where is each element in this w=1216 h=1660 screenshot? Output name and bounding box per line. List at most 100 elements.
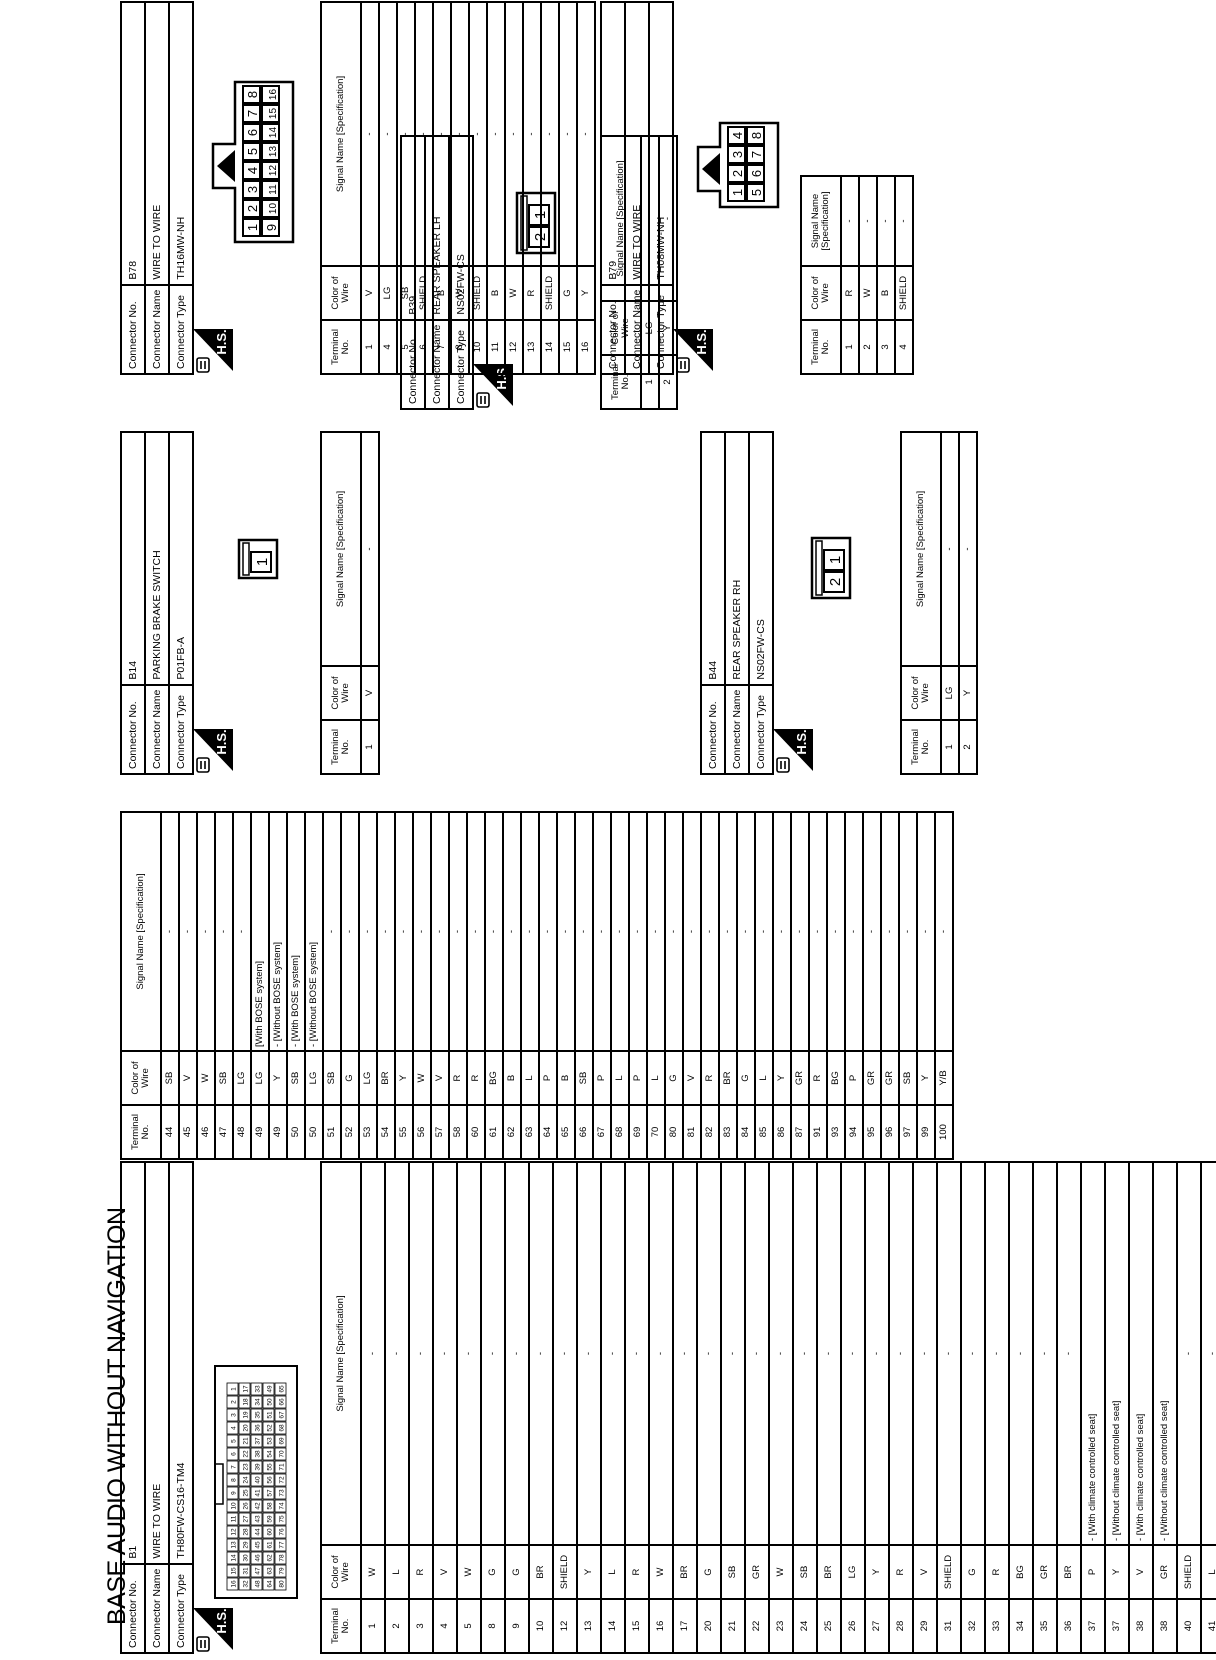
signal-name-cell: - [487, 2, 505, 266]
pin-cell [262, 1564, 275, 1578]
terminal-no-cell: 46 [197, 1105, 215, 1159]
signal-name-cell: - [379, 2, 397, 266]
terminal-no-cell: 14 [601, 1599, 625, 1653]
wire-color-cell: SHIELD [937, 1545, 961, 1599]
wire-color-cell: L [611, 1051, 629, 1105]
wire-color-cell: BG [1009, 1545, 1033, 1599]
signal-name-cell: - [1177, 1162, 1201, 1545]
terminal-no-cell: 96 [881, 1105, 899, 1159]
signal-name-cell: - [719, 812, 737, 1051]
signal-name-cell: - [673, 1162, 697, 1545]
terminal-no-cell: 9 [505, 1599, 529, 1653]
terminal-no-cell: 32 [961, 1599, 985, 1653]
terminal-no-cell: 4 [895, 320, 913, 374]
signal-name-cell: - [323, 812, 341, 1051]
color-of-wire-header: Color of Wire [321, 1545, 361, 1599]
signal-name-cell: - [793, 1162, 817, 1545]
connector-name-label: Connector Name [145, 684, 169, 774]
wire-color-cell: SHIELD [415, 266, 433, 320]
terminal-no-cell: 1 [841, 320, 859, 374]
pin-cell [250, 1460, 263, 1474]
pin-label: 55 [267, 1463, 274, 1471]
wire-color-cell: BR [529, 1545, 553, 1599]
wire-color-cell: SB [721, 1545, 745, 1599]
connector-type-value: TH16MW-NH [169, 2, 193, 285]
pin-label: 28 [243, 1528, 250, 1536]
pin-label: 8 [245, 91, 260, 98]
pin-cell [250, 1512, 263, 1526]
terminal-no-cell: 28 [889, 1599, 913, 1653]
pin-label: 76 [279, 1528, 286, 1536]
pin-label: 10 [231, 1502, 238, 1510]
pin-label: 69 [279, 1437, 286, 1445]
pin-label: 60 [267, 1528, 274, 1536]
pin-cell [238, 1512, 251, 1526]
wire-color-cell: GR [881, 1051, 899, 1105]
pin-cell [250, 1551, 263, 1565]
pin-label: 51 [267, 1411, 274, 1419]
wire-color-cell: SHIELD [895, 266, 913, 320]
connector-type-label: Connector Type [649, 284, 673, 374]
signal-name-cell: - [577, 2, 595, 266]
pin-label: 2 [532, 233, 549, 241]
pin-label: 2 [245, 205, 260, 212]
pin-label: 65 [279, 1385, 286, 1393]
connector-no-value: B44 [701, 432, 725, 685]
signal-name-cell: - [913, 1162, 937, 1545]
pin-cell [242, 218, 261, 237]
pin-cell [250, 1421, 263, 1435]
pin-cell [746, 164, 765, 183]
pin-cell [262, 1512, 275, 1526]
signal-name-header: Signal Name [Specification] [121, 812, 161, 1051]
pin-label: 63 [267, 1567, 274, 1575]
wire-color-cell: R [409, 1545, 433, 1599]
signal-name-cell: - [395, 812, 413, 1051]
connector-name-label: Connector Name [145, 284, 169, 374]
signal-name-cell: - [449, 812, 467, 1051]
signal-name-cell: - [1201, 1162, 1216, 1545]
pin-cell [261, 104, 280, 123]
terminal-no-cell: 2 [959, 720, 977, 774]
signal-name-cell: - [809, 812, 827, 1051]
pin-cell [238, 1538, 251, 1552]
pin-label: 32 [243, 1580, 250, 1588]
wire-color-cell: BR [673, 1545, 697, 1599]
pin-cell [262, 1525, 275, 1539]
pin-label: 3 [231, 1413, 238, 1417]
terminal-no-cell: 20 [697, 1599, 721, 1653]
pin-label: 7 [245, 110, 260, 117]
wire-color-cell: GR [1033, 1545, 1057, 1599]
signal-name-cell: - [701, 812, 719, 1051]
wire-color-cell: SB [323, 1051, 341, 1105]
terminal-no-cell: 29 [913, 1599, 937, 1653]
wire-color-cell: P [629, 1051, 647, 1105]
terminal-no-cell: 1 [941, 720, 959, 774]
pin-cell [274, 1512, 287, 1526]
pin-cell [238, 1577, 251, 1591]
pin-label: 8 [231, 1478, 238, 1482]
signal-name-cell: - [745, 1162, 769, 1545]
pin-cell [727, 126, 746, 145]
pin-cell [238, 1447, 251, 1461]
wire-color-cell: Y [865, 1545, 889, 1599]
signal-name-cell: - [961, 1162, 985, 1545]
pin-cell [746, 145, 765, 164]
hs-icon: H.S. [673, 329, 713, 375]
pin-cell [727, 145, 746, 164]
